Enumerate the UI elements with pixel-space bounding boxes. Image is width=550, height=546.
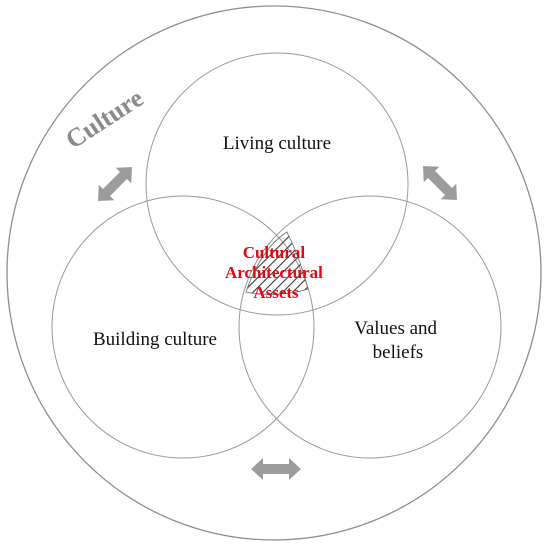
center-label-line-1: Cultural [243,243,306,262]
double-arrow-icon [98,167,132,201]
center-label-line-2: Architectural [225,263,323,282]
values-beliefs-line-1: Values and [354,318,437,339]
center-label-line-3: Assets [253,283,299,302]
cultural-architectural-assets-label: Cultural Architectural Assets [225,243,327,302]
double-arrow-icon [423,166,457,200]
values-beliefs-circle [238,195,502,459]
values-beliefs-line-2: beliefs [373,342,424,363]
double-arrow-icon [251,458,301,480]
values-beliefs-label: Values and beliefs [354,318,442,363]
building-culture-label: Building culture [93,329,217,350]
living-culture-circle [145,52,409,316]
living-culture-label: Living culture [223,133,331,154]
center-overlap-hatch [245,231,309,295]
building-culture-circle [51,195,315,459]
outer-culture-label: Culture [60,83,148,154]
outer-culture-circle [6,5,542,541]
